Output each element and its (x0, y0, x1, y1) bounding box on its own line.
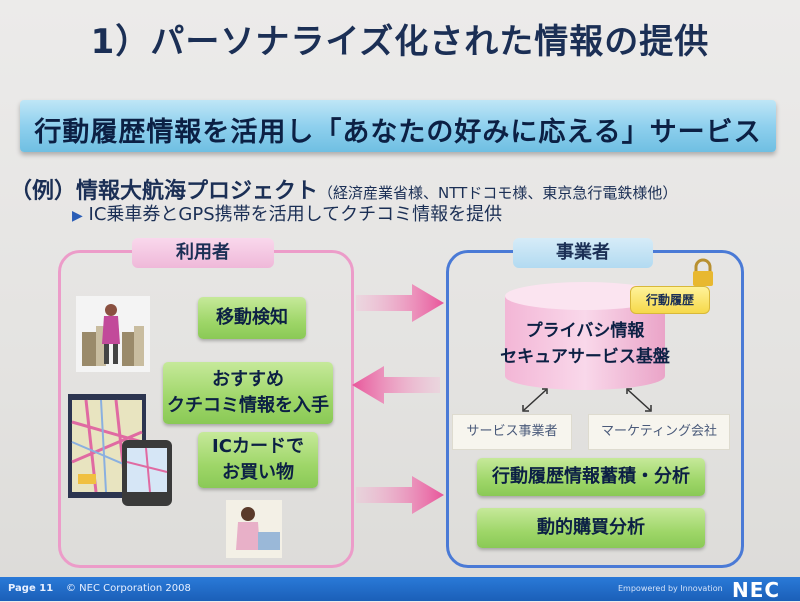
link-arrow-left-icon (522, 388, 548, 412)
headline-banner: 行動履歴情報を活用し「あなたの好みに応える」サービス (20, 100, 776, 152)
tagline: Empowered by Innovation (618, 584, 723, 593)
dynamic-purchase-analysis-button[interactable]: 動的購買分析 (477, 508, 705, 548)
project-name: 情報大航海プロジェクト (76, 179, 319, 204)
platform-text: プライバシ情報 セキュアサービス基盤 (470, 318, 700, 370)
movement-detection-label: 移動検知 (216, 307, 288, 328)
marketing-company-box: マーケティング会社 (588, 414, 730, 450)
sponsors: （経済産業省様、NTTドコモ様、東京急行電鉄様他） (318, 184, 678, 202)
link-arrow-right-icon (626, 388, 652, 412)
subline-text: IC乗車券とGPS携帯を活用してクチコミ情報を提供 (88, 204, 503, 225)
ic-card-label-2: お買い物 (222, 462, 294, 483)
business-panel-label: 事業者 (513, 238, 653, 268)
platform-line-1: プライバシ情報 (525, 321, 645, 341)
behavior-analysis-label: 行動履歴情報蓄積・分析 (492, 466, 690, 487)
example-line: （例）情報大航海プロジェクト（経済産業省様、NTTドコモ様、東京急行電鉄様他） (10, 173, 677, 205)
recommendation-label-2: クチコミ情報を入手 (167, 395, 329, 416)
platform-line-2: セキュアサービス基盤 (500, 347, 670, 367)
triangle-bullet-icon: ▶ (72, 208, 83, 224)
phone-map-illustration (68, 394, 172, 506)
footer-bar: Page 11 © NEC Corporation 2008 Empowered… (0, 577, 800, 602)
recommendation-label-1: おすすめ (212, 369, 284, 390)
example-paren: （例） (10, 179, 77, 204)
lock-icon (693, 258, 713, 286)
shopping-illustration (226, 500, 282, 558)
database-cylinder-icon (505, 282, 665, 390)
dynamic-purchase-label: 動的購買分析 (537, 517, 645, 538)
recommendation-button[interactable]: おすすめ クチコミ情報を入手 (163, 362, 333, 424)
ic-card-shopping-button[interactable]: ICカードで お買い物 (198, 432, 318, 488)
service-provider-box: サービス事業者 (452, 414, 572, 450)
left-arrow-icon (352, 366, 440, 404)
ic-card-label-1: ICカードで (212, 436, 304, 457)
subline: ▶ IC乗車券とGPS携帯を活用してクチコミ情報を提供 (72, 200, 502, 226)
behavior-history-tag: 行動履歴 (630, 286, 710, 314)
copyright: © NEC Corporation 2008 (66, 583, 191, 594)
right-arrow-2-icon (356, 476, 444, 514)
right-arrow-icon (356, 284, 444, 322)
ticket-gate-illustration (76, 296, 150, 372)
nec-logo: NEC (732, 578, 781, 602)
page-number: Page 11 (8, 583, 54, 594)
slide-title: 1）パーソナライズ化された情報の提供 (90, 22, 710, 62)
movement-detection-button[interactable]: 移動検知 (198, 297, 306, 339)
behavior-analysis-button[interactable]: 行動履歴情報蓄積・分析 (477, 458, 705, 496)
headline-text: 行動履歴情報を活用し「あなたの好みに応える」サービス (34, 117, 762, 148)
user-panel-label: 利用者 (132, 238, 274, 268)
